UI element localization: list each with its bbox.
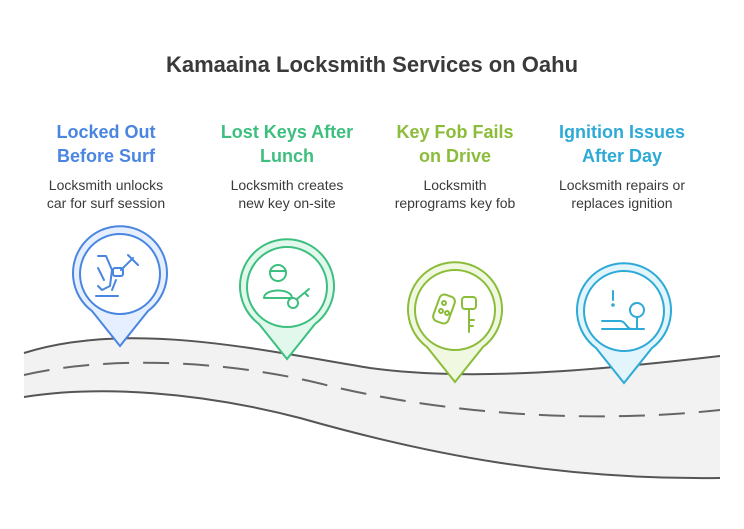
step-description: Locksmith repairs or replaces ignition bbox=[542, 176, 702, 212]
step-title-line: on Drive bbox=[418, 146, 492, 166]
road bbox=[24, 338, 720, 479]
person-with-key-icon bbox=[263, 264, 310, 309]
map-pin-key-fob bbox=[407, 261, 503, 384]
pin-inner-ring bbox=[414, 269, 496, 351]
step-description-line: reprograms key fob bbox=[394, 195, 516, 211]
pin-inner-ring bbox=[79, 233, 161, 315]
step-title: Locked Out Before Surf bbox=[26, 120, 186, 170]
step-lost-keys: Lost Keys After Lunch Locksmith creates … bbox=[207, 120, 367, 212]
key-fob-icon bbox=[432, 293, 477, 333]
step-description-line: car for surf session bbox=[46, 195, 166, 211]
step-description-line: Locksmith bbox=[423, 177, 487, 193]
ignition-icon bbox=[601, 290, 645, 330]
step-description-line: Locksmith unlocks bbox=[48, 177, 164, 193]
road-top-edge bbox=[23, 337, 721, 376]
step-description: Locksmith reprograms key fob bbox=[375, 176, 535, 212]
step-description-line: Locksmith repairs or bbox=[558, 177, 686, 193]
step-description-line: replaces ignition bbox=[571, 195, 673, 211]
step-description-line: new key on-site bbox=[238, 195, 336, 211]
step-title-line: Lunch bbox=[260, 146, 314, 166]
step-title-line: Locked Out bbox=[56, 122, 156, 142]
step-title-line: After Day bbox=[581, 146, 663, 166]
road-bottom-edge bbox=[23, 390, 721, 480]
step-title: Key Fob Fails on Drive bbox=[375, 120, 535, 170]
map-pin-ignition bbox=[576, 262, 672, 385]
step-title-line: Ignition Issues bbox=[558, 122, 686, 142]
step-locked-out: Locked Out Before Surf Locksmith unlocks… bbox=[26, 120, 186, 212]
step-description: Locksmith unlocks car for surf session bbox=[26, 176, 186, 212]
unlocking-car-door-icon bbox=[95, 254, 139, 297]
step-title-line: Lost Keys After bbox=[220, 122, 354, 142]
step-title: Lost Keys After Lunch bbox=[207, 120, 367, 170]
step-title-line: Key Fob Fails bbox=[396, 122, 514, 142]
road-center-dashes bbox=[23, 361, 721, 418]
step-ignition-issues: Ignition Issues After Day Locksmith repa… bbox=[542, 120, 702, 212]
pin-inner-ring bbox=[583, 270, 665, 352]
page-title: Kamaaina Locksmith Services on Oahu bbox=[165, 52, 579, 77]
map-pin-lost-keys bbox=[239, 238, 335, 361]
step-title-line: Before Surf bbox=[56, 146, 155, 166]
step-description-line: Locksmith creates bbox=[230, 177, 344, 193]
step-title: Ignition Issues After Day bbox=[542, 120, 702, 170]
step-key-fob-fails: Key Fob Fails on Drive Locksmith reprogr… bbox=[375, 120, 535, 212]
map-pin-locked-out bbox=[72, 225, 168, 348]
step-description: Locksmith creates new key on-site bbox=[207, 176, 367, 212]
pin-inner-ring bbox=[246, 246, 328, 328]
